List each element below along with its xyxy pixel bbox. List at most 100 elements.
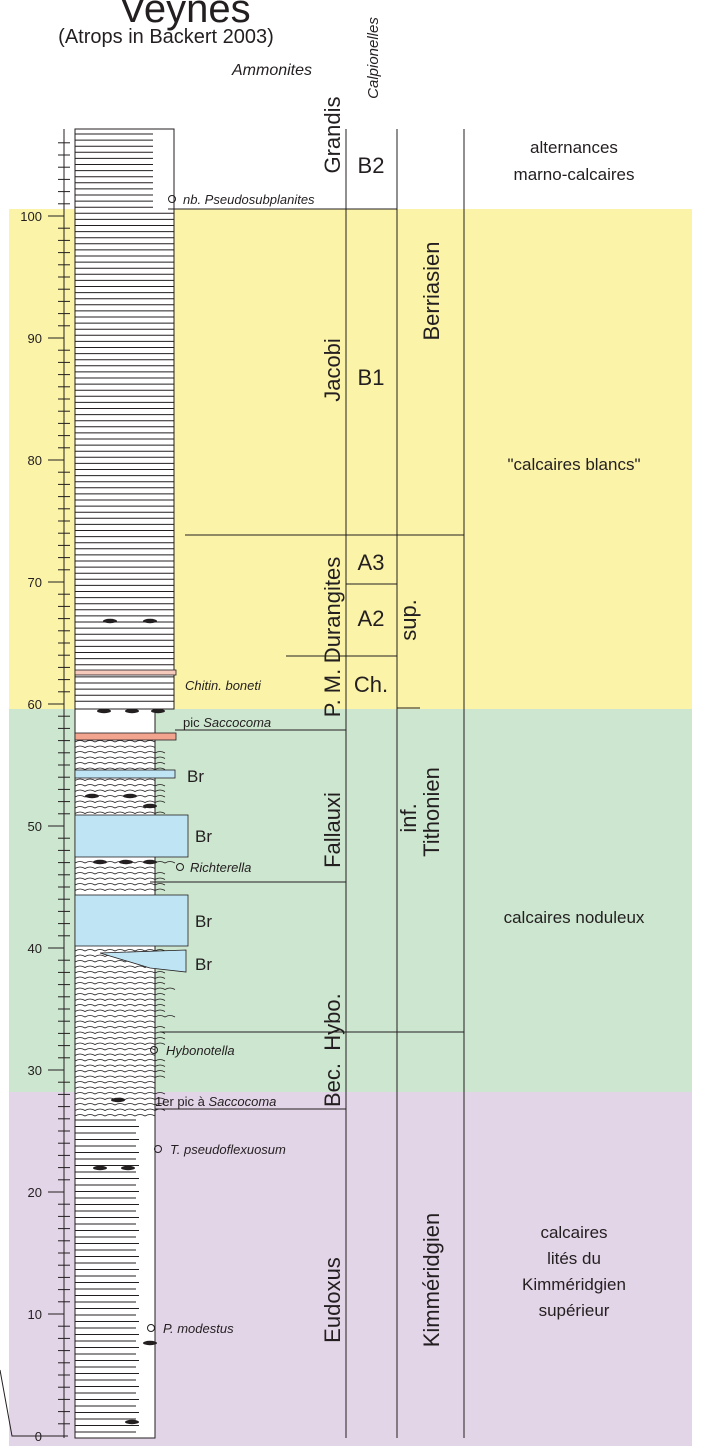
- nodular-bed: [74, 745, 156, 748]
- nodular-bed: [74, 866, 156, 869]
- zone-hybo: Hybo.: [320, 993, 345, 1050]
- nodular-bed: [74, 806, 156, 809]
- nodular-bed: [74, 872, 166, 875]
- red-bed: [74, 732, 177, 741]
- lithology-lites-1: calcaires: [540, 1223, 607, 1242]
- lithology-calcaires-noduleux: calcaires noduleux: [504, 908, 645, 927]
- chert-nodule: [103, 618, 117, 624]
- nodular-bed: [74, 1081, 156, 1084]
- chert-nodule: [143, 1340, 157, 1346]
- nodular-bed: [74, 1059, 166, 1062]
- nodular-bed: [74, 1048, 156, 1051]
- nodular-bed: [74, 1015, 176, 1018]
- nodular-bed: [74, 1108, 166, 1111]
- nodular-bed: [74, 778, 156, 781]
- nodular-bed: [74, 976, 166, 979]
- calp-zone-b1: B1: [358, 365, 385, 390]
- nodular-bed: [74, 883, 166, 886]
- breccia-label-3: Br: [195, 912, 212, 931]
- breccia-label-1: Br: [187, 767, 204, 786]
- nodular-bed: [74, 1026, 166, 1029]
- chert-nodules: [85, 618, 165, 1425]
- substage-inf: inf.: [396, 803, 421, 832]
- tick-label: 50: [28, 819, 42, 834]
- chert-nodule: [143, 618, 157, 624]
- chert-nodule: [111, 1097, 125, 1103]
- chert-nodule: [125, 708, 139, 714]
- nodular-bed: [74, 1031, 166, 1034]
- stage-tithonien: Tithonien: [419, 767, 444, 857]
- section-base-connector: [0, 1369, 68, 1437]
- lithology-lites-2: lités du: [547, 1249, 601, 1268]
- ammonite-symbols: [147, 195, 184, 1332]
- lithology-alternances-1: alternances: [530, 138, 618, 157]
- tick-label: 40: [28, 941, 42, 956]
- marker-modestus: P. modestus: [163, 1321, 234, 1336]
- tick-label: 30: [28, 1063, 42, 1078]
- nodular-bed: [74, 1064, 166, 1067]
- nodular-bed: [74, 756, 166, 759]
- tick-label: 90: [28, 331, 42, 346]
- nodular-bed: [74, 784, 166, 787]
- nodular-bed: [74, 987, 176, 990]
- nodular-bed: [74, 1053, 156, 1056]
- chert-nodule: [93, 859, 107, 865]
- marker-chitin-boneti: Chitin. boneti: [185, 678, 262, 693]
- breccia-label-4: Br: [195, 955, 212, 974]
- zone-grandis: Grandis: [320, 96, 345, 173]
- marker-pic-saccocoma: pic Saccocoma: [183, 715, 271, 730]
- marker-first-pic-saccocoma: 1er pic à Saccocoma: [155, 1094, 276, 1109]
- chitin-bed: [74, 669, 177, 676]
- nodular-bed: [74, 1037, 166, 1040]
- tick-label: 10: [28, 1307, 42, 1322]
- zone-pm: P. M.: [320, 669, 345, 718]
- chert-nodule: [151, 708, 165, 714]
- breccia-bed-1: [74, 769, 176, 779]
- marker-hybonotella: Hybonotella: [166, 1043, 235, 1058]
- marker-pseudosubplanites: nb. Pseudosubplanites: [183, 192, 315, 207]
- lithology-calcaires-blancs: "calcaires blancs": [507, 455, 640, 474]
- nodular-bed: [74, 751, 166, 754]
- stage-berriasien: Berriasien: [419, 241, 444, 340]
- nodular-bed: [74, 888, 166, 891]
- nodular-bed: [74, 789, 166, 792]
- zone-durangites: Durangites: [320, 557, 345, 663]
- nodular-bed: [74, 811, 166, 814]
- nodular-bed: [74, 800, 166, 803]
- stage-kimmeridgien: Kimméridgien: [419, 1213, 444, 1348]
- lithology-alternances-2: marno-calcaires: [514, 165, 635, 184]
- nodular-bed: [74, 993, 166, 996]
- chert-nodule: [143, 803, 157, 809]
- chert-nodule: [121, 1165, 135, 1171]
- chert-nodule: [85, 793, 99, 799]
- calp-zone-ch: Ch.: [354, 672, 388, 697]
- tick-label: 100: [20, 209, 42, 224]
- nodular-bed: [74, 1075, 166, 1078]
- calp-zone-a3: A3: [358, 550, 385, 575]
- nodular-bed: [74, 767, 166, 770]
- calpionelles-header: Calpionelles: [365, 17, 382, 99]
- substage-sup: sup.: [396, 599, 421, 641]
- depth-axis: [48, 129, 70, 1438]
- marker-pseudoflexuosum: T. pseudoflexuosum: [170, 1142, 286, 1157]
- nodular-bed: [74, 998, 166, 1001]
- nodular-bed: [74, 1020, 156, 1023]
- nodular-bed: [74, 1103, 166, 1106]
- chert-nodule: [93, 1165, 107, 1171]
- nodular-beds: [74, 740, 176, 1117]
- source-citation: (Atrops in Backert 2003): [58, 26, 274, 48]
- nodular-bed: [74, 1070, 166, 1073]
- breccia-label-2: Br: [195, 827, 212, 846]
- tick-label: 70: [28, 575, 42, 590]
- section-title: Veynes: [119, 0, 250, 31]
- nodular-bed: [74, 1092, 166, 1095]
- nodular-bed: [74, 1114, 156, 1117]
- calp-zone-b2: B2: [358, 153, 385, 178]
- tick-label: 20: [28, 1185, 42, 1200]
- chert-nodule: [125, 1419, 139, 1425]
- nodular-bed: [74, 1086, 156, 1089]
- zone-bec: Bec.: [320, 1063, 345, 1107]
- chert-nodule: [143, 859, 157, 865]
